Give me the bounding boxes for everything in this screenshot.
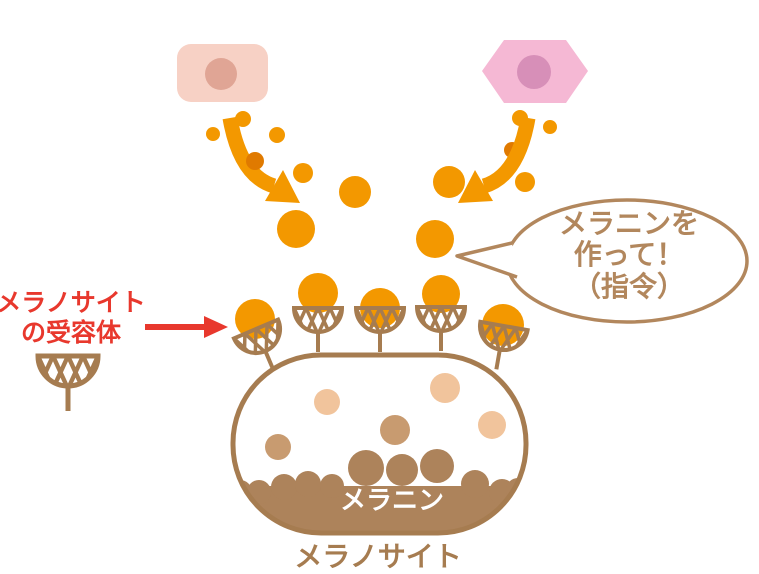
signal-dot [339,176,371,208]
bubble-text-line3: （指令） [573,270,685,302]
signal-dot [269,127,285,143]
bubble-tail [455,241,518,279]
receptor-caption-line1: メラノサイト [0,289,146,317]
red-pointer-arrow-icon [145,316,228,338]
melanin-signal-ball [235,299,275,339]
cell-nucleus [517,55,551,89]
skin-cell-left [177,44,268,102]
arrow-shaft [481,116,536,194]
bubble-text-line2: 作って！ [574,239,685,270]
signal-arrow-right-icon [458,116,536,203]
bubble-text-line1: メラニンを [559,208,699,239]
signal-dot-dark [246,152,264,170]
signal-dot [206,127,220,141]
receptor-caption: メラノサイト の受容体 [0,289,228,411]
melanosome-dot-dark [380,415,410,445]
melanosome-dots [265,373,506,460]
arrow-head [265,170,300,203]
melanin-label: メラニン [340,485,444,515]
melanosome-dot-dark [265,434,291,460]
receptor-caption-line2: の受容体 [21,318,122,347]
arrow-head [458,170,493,203]
signal-dots-left [206,111,371,248]
signal-dot [433,166,465,198]
signal-dot [293,163,313,183]
melanosome-dot-light [430,373,460,403]
melanin-signal-ball [422,275,460,313]
speech-bubble: メラニンを 作って！ （指令） [455,198,749,324]
skin-cell-right [482,40,588,103]
melanin-signal-ball [298,273,338,313]
melanosome-dot-light [478,411,506,439]
signal-dot [235,111,251,127]
signal-dot [515,172,535,192]
signal-arrow-left-icon [222,116,300,203]
melanosome-dot-light [314,389,340,415]
signal-dot [543,120,557,134]
arrow-shaft [222,116,277,194]
melanocyte-label: メラノサイト [294,541,461,572]
signal-dot [416,220,454,258]
signal-dot [277,210,315,248]
cell-nucleus [205,58,237,90]
